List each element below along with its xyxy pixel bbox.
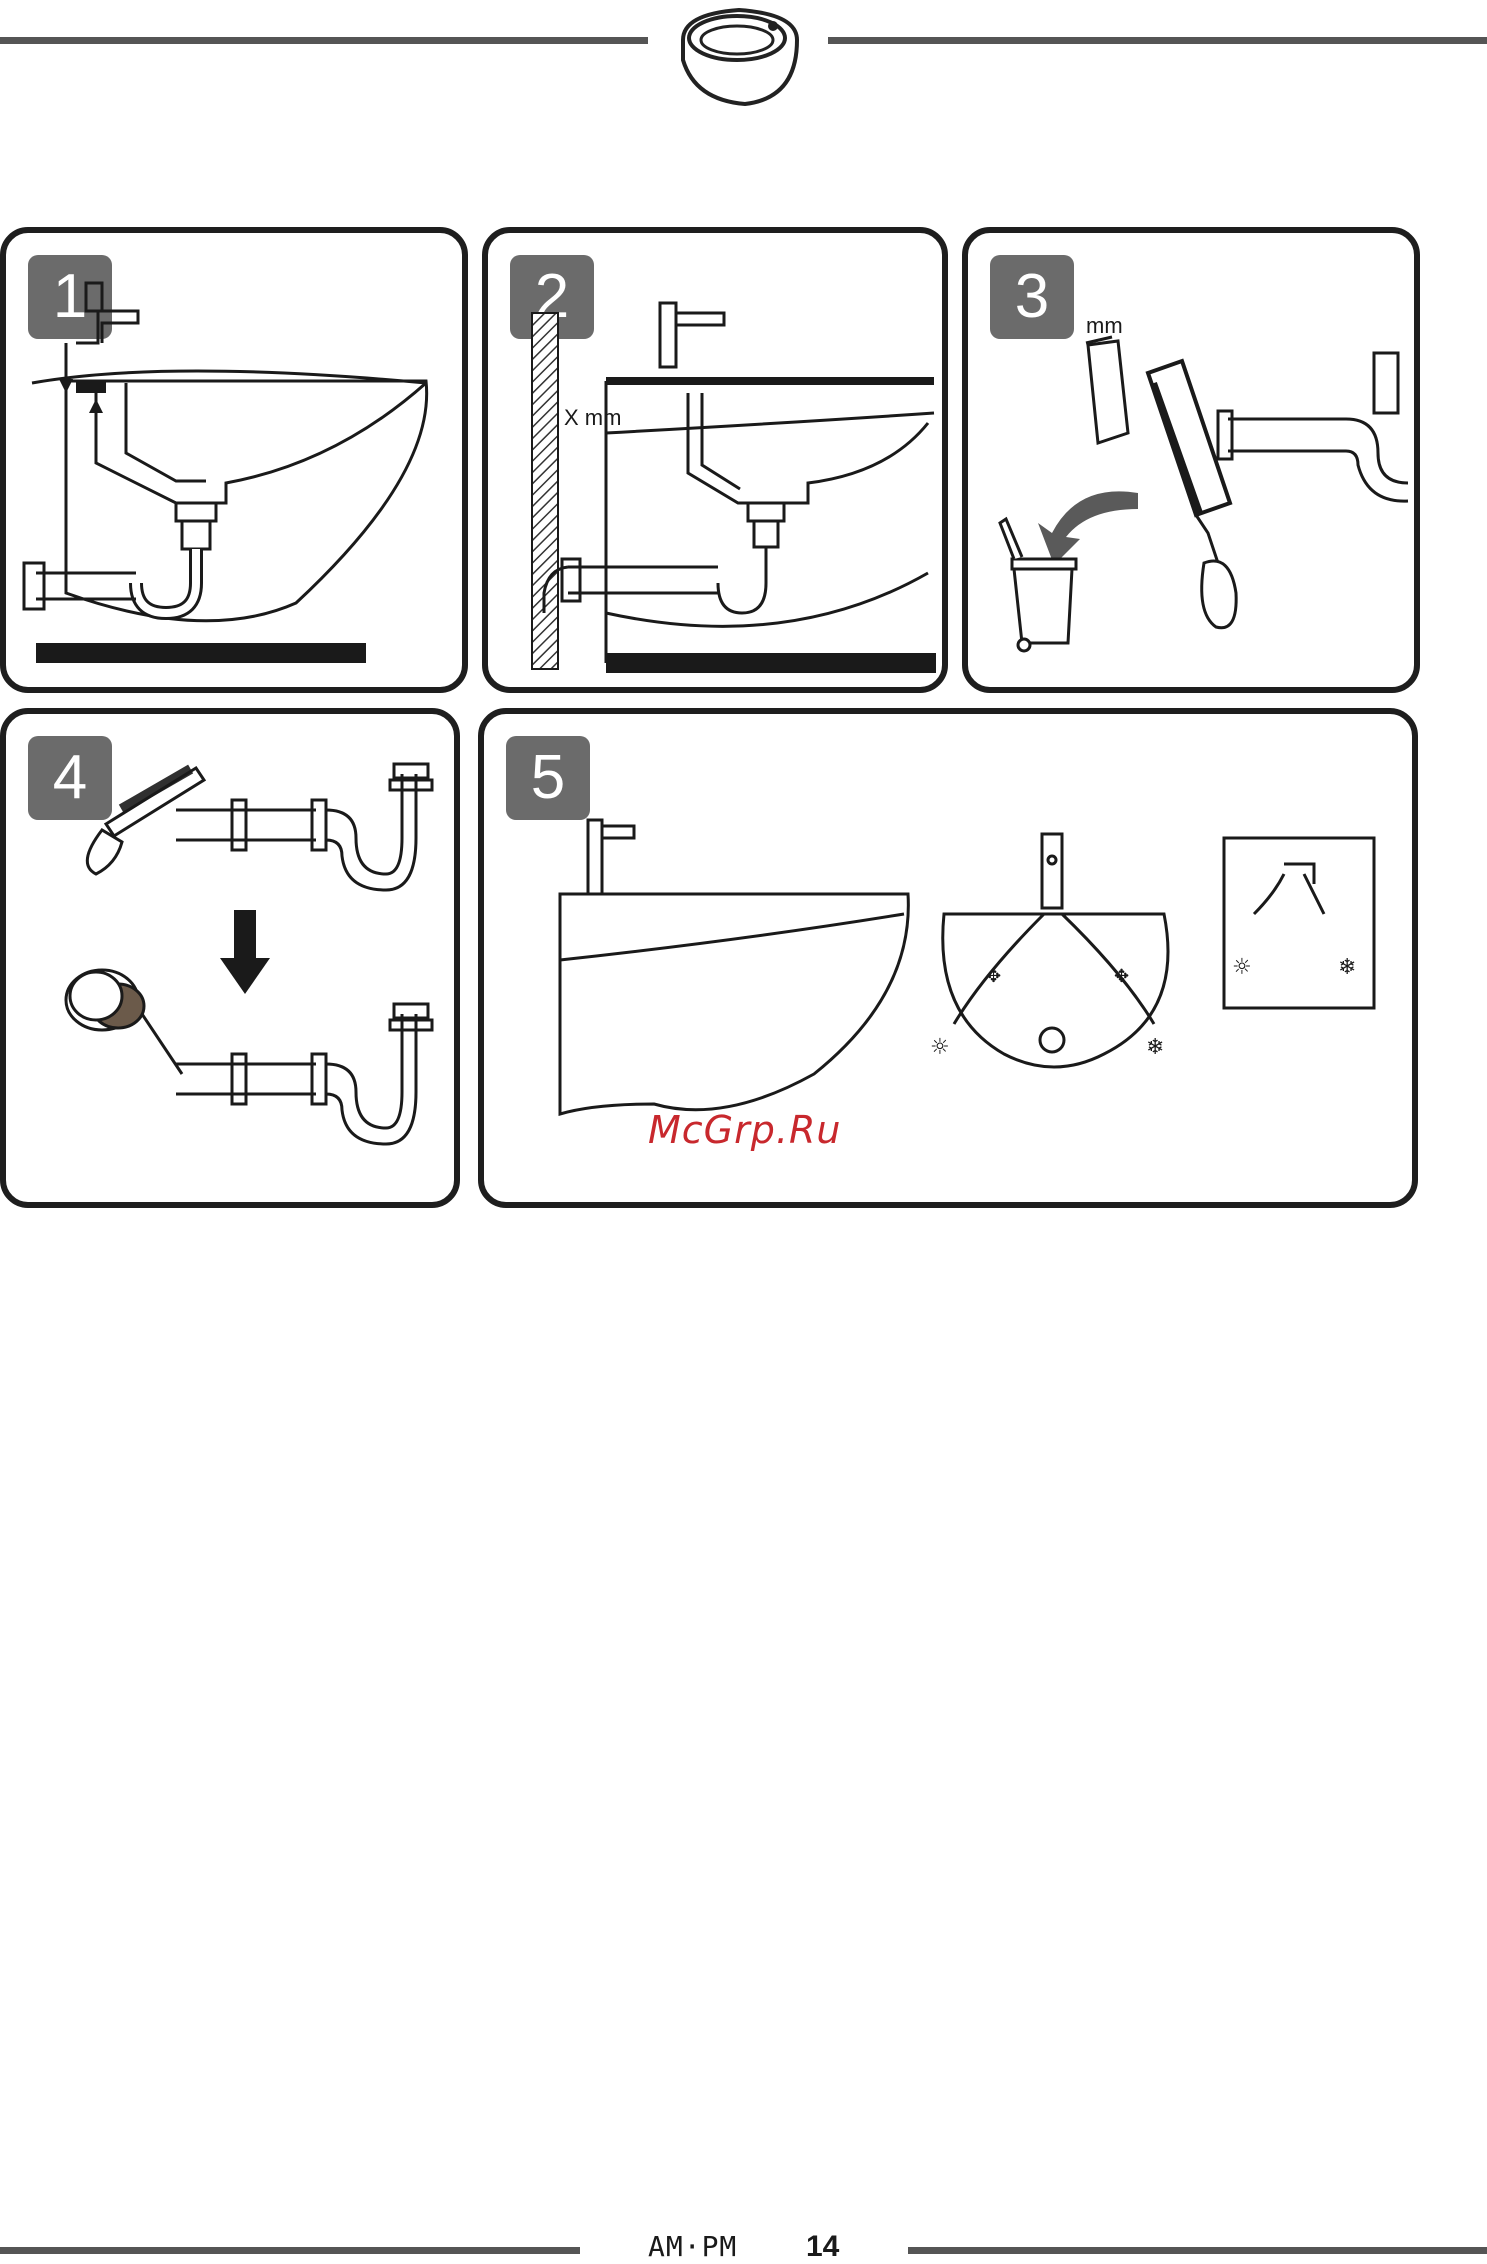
watermark: McGrp.Ru xyxy=(648,1108,841,1152)
step-4-panel: 4 xyxy=(0,708,460,1208)
mount-point-right-icon: ✥ xyxy=(1114,966,1129,987)
step-3-panel: 3 mm xyxy=(962,227,1420,693)
step-3-dimension-label: mm xyxy=(1086,313,1123,338)
inset-hot-icon: ☼ xyxy=(1232,955,1252,980)
step-5-illustration: ☼ ❄ ☼ ❄ ✥ ✥ xyxy=(484,714,1418,1208)
step-2-illustration: X mm xyxy=(488,233,948,693)
step-4-illustration xyxy=(6,714,460,1208)
header-rule-left xyxy=(0,37,648,44)
hot-icon: ☼ xyxy=(930,1035,950,1060)
mount-point-left-icon: ✥ xyxy=(986,966,1001,987)
header-rule-right xyxy=(828,37,1487,44)
step-1-illustration xyxy=(6,233,468,693)
cold-icon: ❄ xyxy=(1146,1035,1164,1060)
wall-hung-basin-icon xyxy=(675,0,805,110)
footer-rule-left xyxy=(0,2247,580,2254)
step-2-panel: 1 2 X xyxy=(482,227,948,693)
page-number: 14 xyxy=(806,2230,839,2264)
step-1-panel: 1 xyxy=(0,227,468,693)
step-2-dimension-label: X mm xyxy=(564,405,621,430)
footer-brand: AM·PM xyxy=(648,2230,737,2263)
step-5-panel: 5 ☼ ❄ ☼ ❄ ✥ ✥ xyxy=(478,708,1418,1208)
step-3-illustration: mm xyxy=(968,233,1420,693)
footer-rule-right xyxy=(908,2247,1487,2254)
inset-cold-icon: ❄ xyxy=(1338,955,1356,980)
